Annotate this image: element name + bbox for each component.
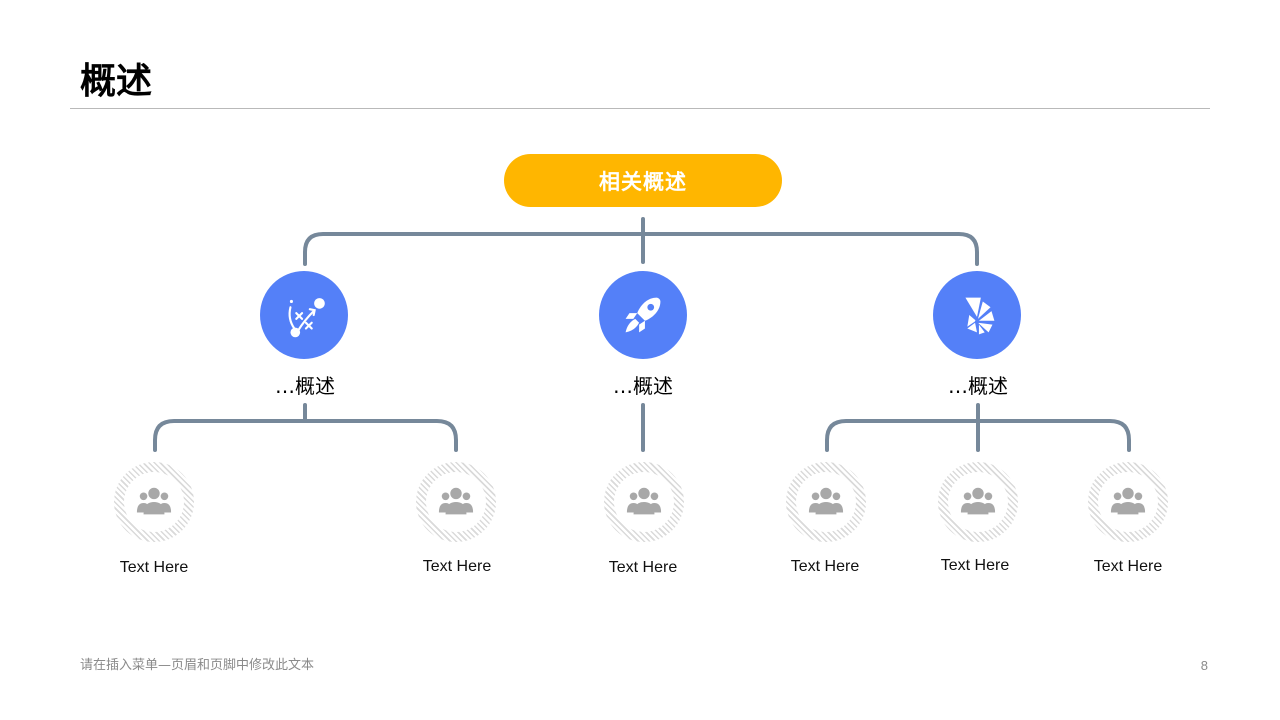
leaf-label: Text Here	[940, 557, 1010, 574]
branch-1-bracket	[153, 419, 458, 452]
page-number: 8	[1200, 658, 1208, 673]
leaf-node	[604, 462, 684, 542]
root-node: 相关概述	[504, 154, 782, 207]
branch-3-bracket	[825, 419, 1131, 452]
user-group-icon	[808, 487, 844, 515]
user-group-icon	[960, 487, 996, 515]
user-group-icon	[1110, 487, 1146, 515]
title-divider	[70, 108, 1210, 109]
leaf-label: Text Here	[1093, 558, 1163, 575]
leaf-label: Text Here	[790, 558, 860, 575]
leaf-node	[786, 462, 866, 542]
root-node-label: 相关概述	[599, 169, 687, 194]
user-group-icon	[136, 487, 172, 515]
branch-label-3: …概述	[948, 374, 1008, 398]
leaf-label: Text Here	[119, 559, 189, 576]
branch-node-2	[599, 271, 687, 359]
leaf-label: Text Here	[608, 559, 678, 576]
footer-text: 请在插入菜单—页眉和页脚中修改此文本	[80, 658, 315, 673]
branch-node-3	[933, 271, 1021, 359]
fan-icon	[965, 297, 995, 335]
strategy-icon	[288, 298, 325, 338]
user-group-icon	[438, 487, 474, 515]
leaf-node	[114, 462, 194, 542]
branch-node-1	[260, 271, 348, 359]
branch-label-1: …概述	[275, 374, 335, 398]
leaf-node	[416, 462, 496, 542]
user-group-icon	[626, 487, 662, 515]
branch-label-2: …概述	[613, 374, 673, 398]
leaf-node	[1088, 462, 1168, 542]
leaf-label: Text Here	[422, 558, 492, 575]
page-title: 概述	[80, 61, 153, 102]
root-bracket	[303, 232, 979, 266]
leaf-node	[938, 462, 1018, 542]
rocket-icon	[625, 297, 661, 333]
